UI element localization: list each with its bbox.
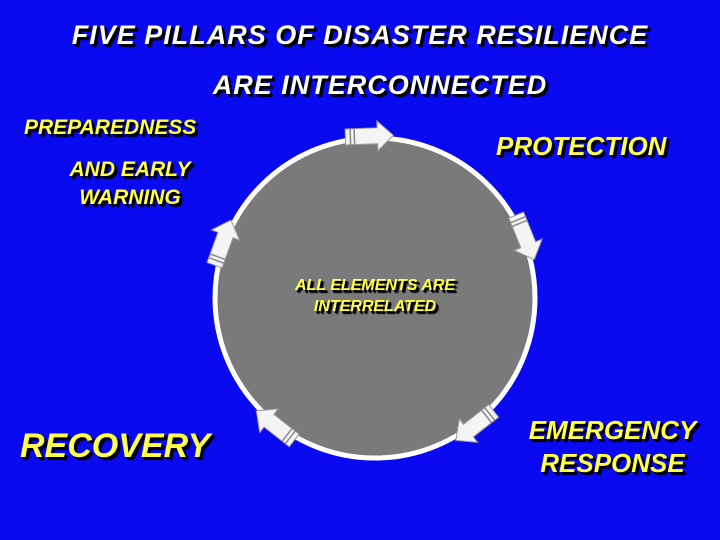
label-recovery: RECOVERY	[20, 427, 211, 465]
label-early-warning-2: WARNING	[79, 186, 181, 209]
cycle-arrow-icon	[344, 119, 395, 152]
label-emergency: EMERGENCY	[528, 415, 697, 445]
label-response: RESPONSE	[540, 448, 685, 478]
center-text-2: INTERRELATED	[313, 298, 437, 315]
label-protection: PROTECTION	[496, 131, 667, 161]
cycle-arrow-icon	[255, 408, 300, 448]
label-preparedness: PREPAREDNESS	[24, 116, 197, 139]
slide-title-line1: FIVE PILLARS OF DISASTER RESILIENCE	[71, 20, 649, 50]
cycle-arrow-icon	[206, 219, 241, 269]
cycle-arrow-icon	[455, 403, 500, 444]
cycle-arrow-icon	[508, 211, 543, 261]
center-text-1: ALL ELEMENTS ARE	[294, 277, 455, 294]
slide-title-line2: ARE INTERCONNECTED	[212, 70, 548, 100]
label-early-warning-1: AND EARLY	[69, 158, 191, 181]
